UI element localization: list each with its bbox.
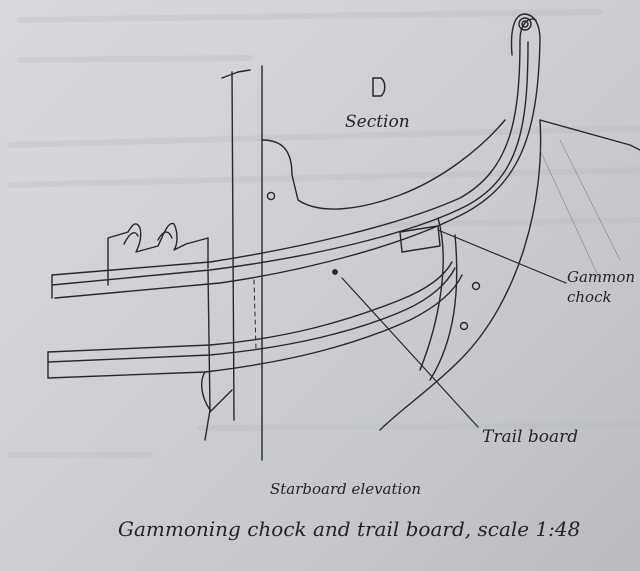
stem-timbers [207, 65, 263, 431]
gammoning-chock-label-line2: chock [567, 288, 612, 306]
bolt-hole [266, 191, 276, 201]
bolt-hole [471, 281, 481, 291]
leader-line-trail-board [341, 277, 479, 428]
bolt-hole [332, 269, 338, 275]
timberheads [107, 222, 209, 286]
head-knee-outline [379, 119, 640, 431]
trail-board-label: Trail board [482, 427, 579, 447]
bolt-hole [459, 321, 469, 331]
gammoning-chock-label-line1: Gammon [567, 268, 636, 286]
gammoning-chock-label: Gammon chock [567, 267, 635, 307]
leader-line-gammoning-chock [437, 229, 567, 284]
hidden-line [253, 279, 257, 351]
hull-line [204, 409, 211, 441]
construction-line [539, 139, 621, 281]
figure-caption: Gammoning chock and trail board, scale 1… [118, 517, 581, 541]
section-symbol [372, 77, 386, 97]
head-bulkhead-outline [261, 119, 506, 210]
section-label: Section [345, 112, 410, 132]
head-knee-inner [429, 234, 458, 381]
upper-rail [51, 13, 541, 299]
view-label: Starboard elevation [270, 480, 422, 498]
gammoning-chock [399, 225, 441, 253]
trail-board-rails [47, 261, 463, 411]
bleed-through-text [7, 9, 640, 458]
